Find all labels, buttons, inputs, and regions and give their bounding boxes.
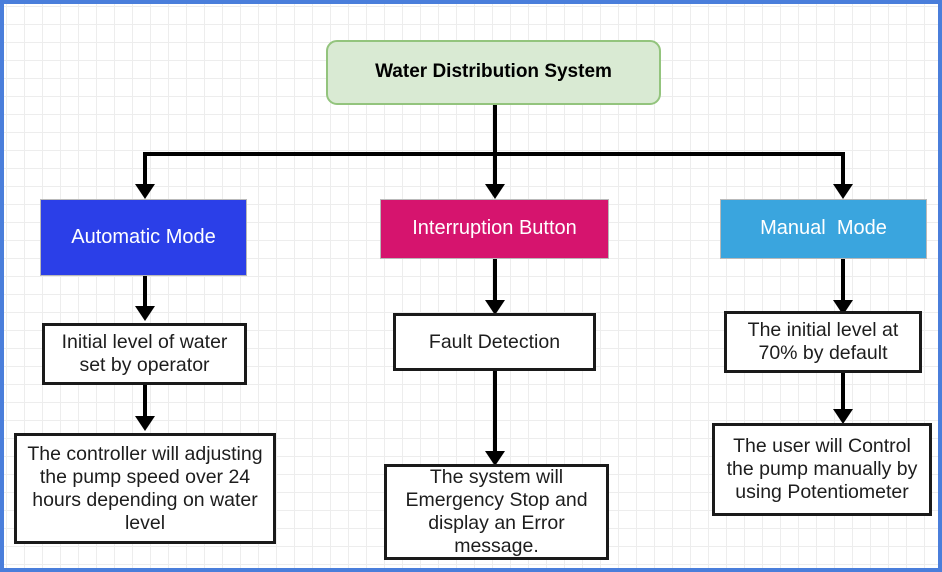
edge-automatic-to-step1 [143, 276, 147, 307]
node-label-auto-step-1: Initial level of water set by operator [61, 331, 228, 376]
node-label-emergency-stop: The system will Emergency Stop and displ… [405, 466, 588, 557]
edge-root-to-interruption-button [493, 152, 497, 185]
node-label-root: Water Distribution System [375, 61, 612, 83]
node-user-control-pump-potentiometer[interactable]: The user will Control the pump manually … [712, 423, 932, 516]
node-interruption-button[interactable]: Interruption Button [380, 199, 609, 259]
edge-auto-step1-to-step2 [143, 385, 147, 417]
node-label-fault-detection: Fault Detection [428, 330, 561, 353]
arrowhead-emergency-stop [485, 451, 505, 466]
arrowhead-auto-step-2 [135, 416, 155, 431]
node-initial-level-70-percent[interactable]: The initial level at 70% by default [724, 311, 922, 373]
node-initial-level-set-by-operator[interactable]: Initial level of water set by operator [42, 323, 247, 385]
node-emergency-stop-error-message[interactable]: The system will Emergency Stop and displ… [384, 464, 609, 560]
node-water-distribution-system[interactable]: Water Distribution System [326, 40, 661, 105]
edge-root-trunk [493, 105, 497, 152]
edge-root-to-manual-mode [841, 152, 845, 185]
node-label-interruption-button: Interruption Button [412, 217, 577, 240]
edge-interruption-to-fault [493, 259, 497, 309]
arrowhead-manual-step-2 [833, 409, 853, 424]
edge-fault-to-emergency [493, 371, 497, 460]
arrowhead-fault-detection [485, 300, 505, 315]
node-automatic-mode[interactable]: Automatic Mode [40, 199, 247, 276]
arrowhead-automatic-mode [135, 184, 155, 199]
edge-root-to-automatic-mode [143, 152, 147, 185]
arrowhead-auto-step-1 [135, 306, 155, 321]
node-label-manual-step-2: The user will Control the pump manually … [726, 435, 918, 503]
node-label-manual-mode: Manual Mode [760, 217, 887, 240]
node-manual-mode[interactable]: Manual Mode [720, 199, 927, 259]
edge-manual-step1-to-step2 [841, 373, 845, 419]
node-label-automatic-mode: Automatic Mode [71, 225, 216, 248]
arrowhead-manual-mode [833, 184, 853, 199]
node-label-manual-step-1: The initial level at 70% by default [747, 319, 899, 364]
node-fault-detection[interactable]: Fault Detection [393, 313, 596, 371]
edge-manual-to-step1 [841, 259, 845, 309]
node-controller-adjust-pump-speed[interactable]: The controller will adjusting the pump s… [14, 433, 276, 544]
node-label-auto-step-2: The controller will adjusting the pump s… [27, 442, 263, 534]
arrowhead-interruption-button [485, 184, 505, 199]
